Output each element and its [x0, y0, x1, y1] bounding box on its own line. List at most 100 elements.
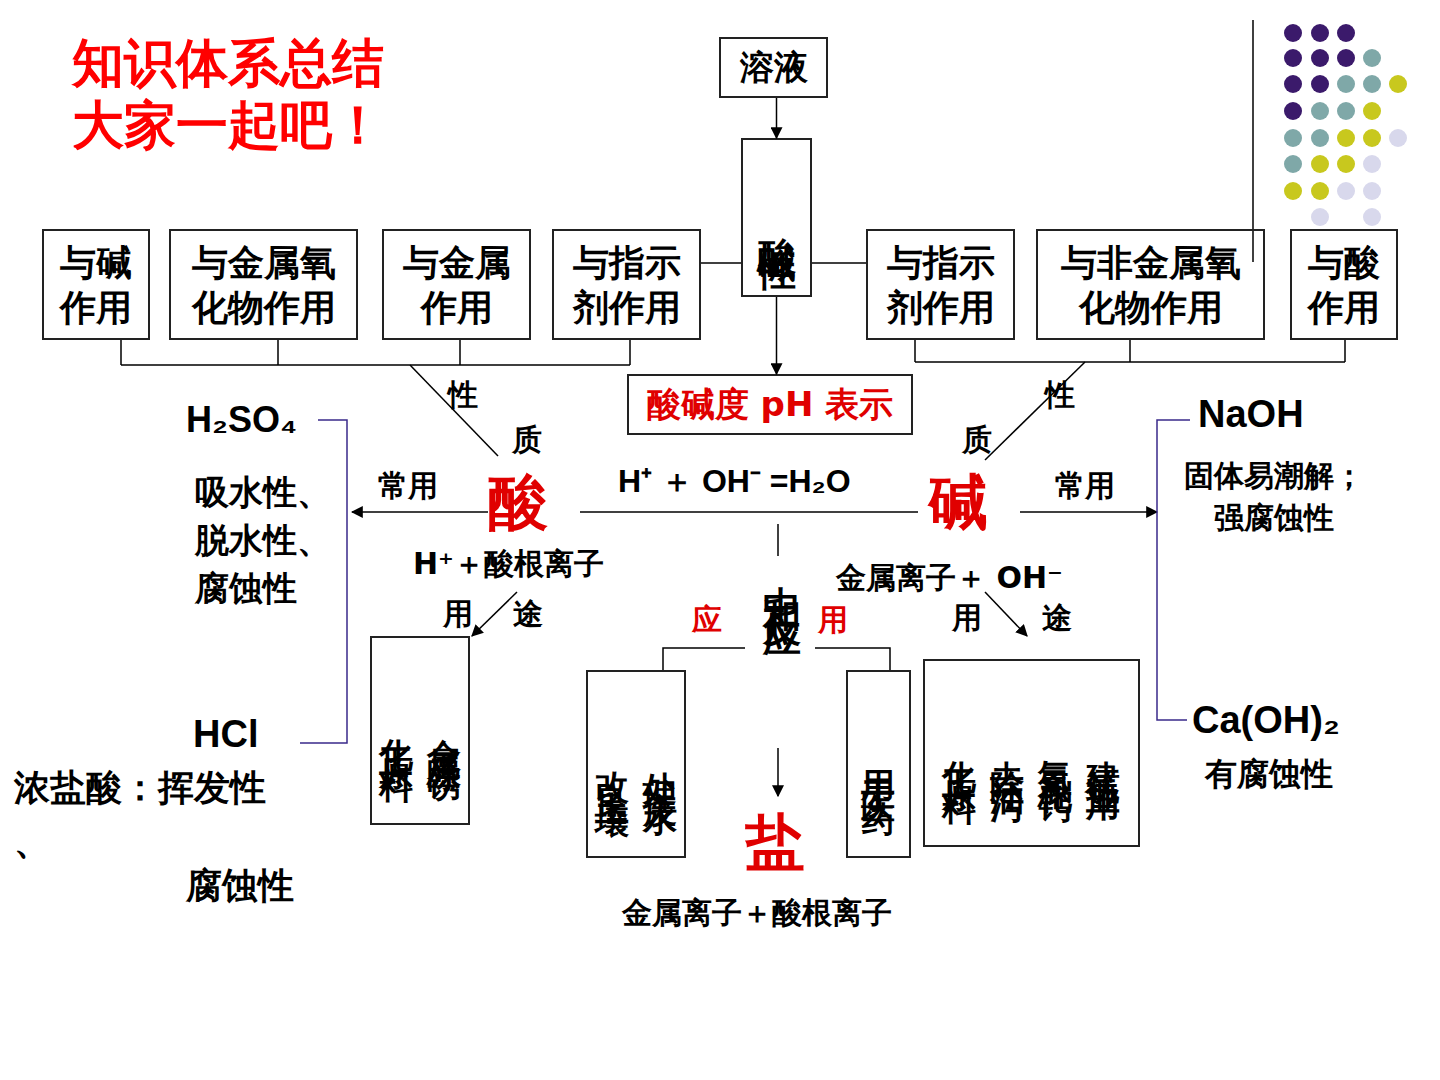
annotation-text: 常用: [1055, 468, 1115, 504]
annotation-text: 金属离子＋酸根离子: [622, 895, 892, 931]
annotation-text: 性: [1045, 377, 1075, 413]
box-text: 与金属作用: [390, 240, 523, 330]
arrow-line: [472, 592, 517, 636]
annotation-text: 质: [512, 422, 542, 458]
decor-dot: [1284, 49, 1302, 67]
text-box: 与指示剂作用: [552, 229, 701, 340]
annotation-text: 腐蚀性: [186, 864, 294, 907]
annotation-text: 中和反应: [758, 556, 804, 596]
decor-dot: [1311, 102, 1329, 120]
decor-dot: [1337, 129, 1355, 147]
text-box: 酸碱性: [741, 138, 812, 297]
box-text: 酸碱度 pH 表示: [647, 383, 893, 426]
decor-dot: [1337, 75, 1355, 93]
annotation-text: 有腐蚀性: [1205, 755, 1333, 793]
arrow-line: [1020, 511, 1157, 513]
connector-arrow: [701, 262, 741, 264]
decor-dot: [1337, 49, 1355, 67]
box-text: 改良土壤: [595, 744, 629, 784]
annotation-text: 质: [962, 422, 992, 458]
box-text: 用于医药: [862, 744, 896, 784]
connector-arrow: [812, 262, 866, 264]
annotation-text: 碱: [928, 466, 988, 538]
decor-dot: [1337, 24, 1355, 42]
annotation-text: HCl: [193, 712, 258, 758]
decor-dot: [1389, 129, 1407, 147]
annotation-text: 、: [14, 820, 50, 863]
decor-dot: [1284, 24, 1302, 42]
annotation-text: H₂SO₄: [186, 398, 297, 441]
bracket-line: [915, 340, 1345, 362]
box-text: 化工原料: [379, 711, 413, 751]
text-box: 化工原料去除油污氢氧化钙建筑业用: [923, 659, 1140, 847]
text-box: 与指示剂作用: [866, 229, 1015, 340]
annotation-text: 固体易潮解； 强腐蚀性: [1166, 455, 1381, 539]
decor-dot: [1363, 102, 1381, 120]
text-box: 与金属作用: [382, 229, 531, 340]
bracket-line: [663, 648, 745, 670]
text-box: 与酸作用: [1290, 229, 1398, 340]
annotation-text: 用: [818, 602, 848, 638]
box-text: 与金属氧化物作用: [177, 240, 350, 330]
annotation-text: Ca(OH)₂: [1192, 698, 1340, 744]
text-box: 与碱作用: [42, 229, 150, 340]
decor-dot: [1311, 129, 1329, 147]
text-box: 用于医药: [846, 670, 911, 858]
arrow-line: [985, 592, 1027, 636]
annotation-text: 用: [952, 600, 982, 636]
page-title: 知识体系总结 大家一起吧！: [72, 32, 452, 157]
decor-dot: [1363, 155, 1381, 173]
arrow-line: [352, 511, 488, 513]
decor-dot: [1284, 155, 1302, 173]
decor-dot: [1284, 102, 1302, 120]
annotation-text: 途: [1042, 600, 1072, 636]
annotation-text: 金属离子＋ OH⁻: [836, 560, 1063, 596]
annotation-text: 酸: [488, 466, 548, 538]
leader-line: [777, 524, 779, 556]
box-text: 与碱作用: [50, 240, 142, 330]
decor-dot: [1363, 129, 1381, 147]
box-text: 建筑业用: [1087, 733, 1121, 773]
decor-dot: [1311, 24, 1329, 42]
text-box: 与非金属氧化物作用: [1036, 229, 1265, 340]
decor-dot: [1311, 75, 1329, 93]
annotation-text: 性: [448, 377, 478, 413]
box-text: 与指示剂作用: [560, 240, 693, 330]
annotation-text: 浓盐酸：挥发性: [14, 766, 266, 809]
leader-line: [985, 362, 1085, 460]
bracket-line: [815, 648, 890, 670]
box-text: 与指示剂作用: [874, 240, 1007, 330]
reaction-line: [580, 511, 918, 513]
text-box: 化工原料金属除锈: [370, 636, 470, 825]
decor-dot: [1363, 182, 1381, 200]
decor-dot: [1284, 182, 1302, 200]
leader-line: [410, 365, 498, 456]
box-text: 金属除锈: [427, 711, 461, 751]
decor-dot: [1311, 208, 1329, 226]
decor-dot: [1311, 49, 1329, 67]
annotation-text: H⁺ ＋ OH⁻ =H₂O: [618, 462, 851, 500]
bracket-line: [121, 340, 630, 365]
annotation-text: 途: [513, 596, 543, 632]
decor-dot: [1363, 75, 1381, 93]
decor-dot: [1337, 155, 1355, 173]
annotation-text: 应: [692, 602, 722, 638]
box-text: 化工原料: [943, 733, 977, 773]
text-box: 改良土壤处理废水: [586, 670, 686, 858]
bracket-line: [300, 420, 347, 743]
decor-dot: [1363, 49, 1381, 67]
decor-dot: [1389, 75, 1407, 93]
box-text: 溶液: [740, 46, 808, 89]
decor-dot: [1311, 182, 1329, 200]
text-box: 溶液: [719, 37, 828, 98]
decor-dot: [1363, 208, 1381, 226]
annotation-text: 吸水性、 脱水性、 腐蚀性: [195, 468, 345, 612]
box-text: 与非金属氧化物作用: [1044, 240, 1257, 330]
decor-line: [1252, 20, 1254, 262]
decor-dot: [1337, 182, 1355, 200]
annotation-text: H⁺＋酸根离子: [413, 546, 604, 582]
box-text: 处理废水: [643, 744, 677, 784]
